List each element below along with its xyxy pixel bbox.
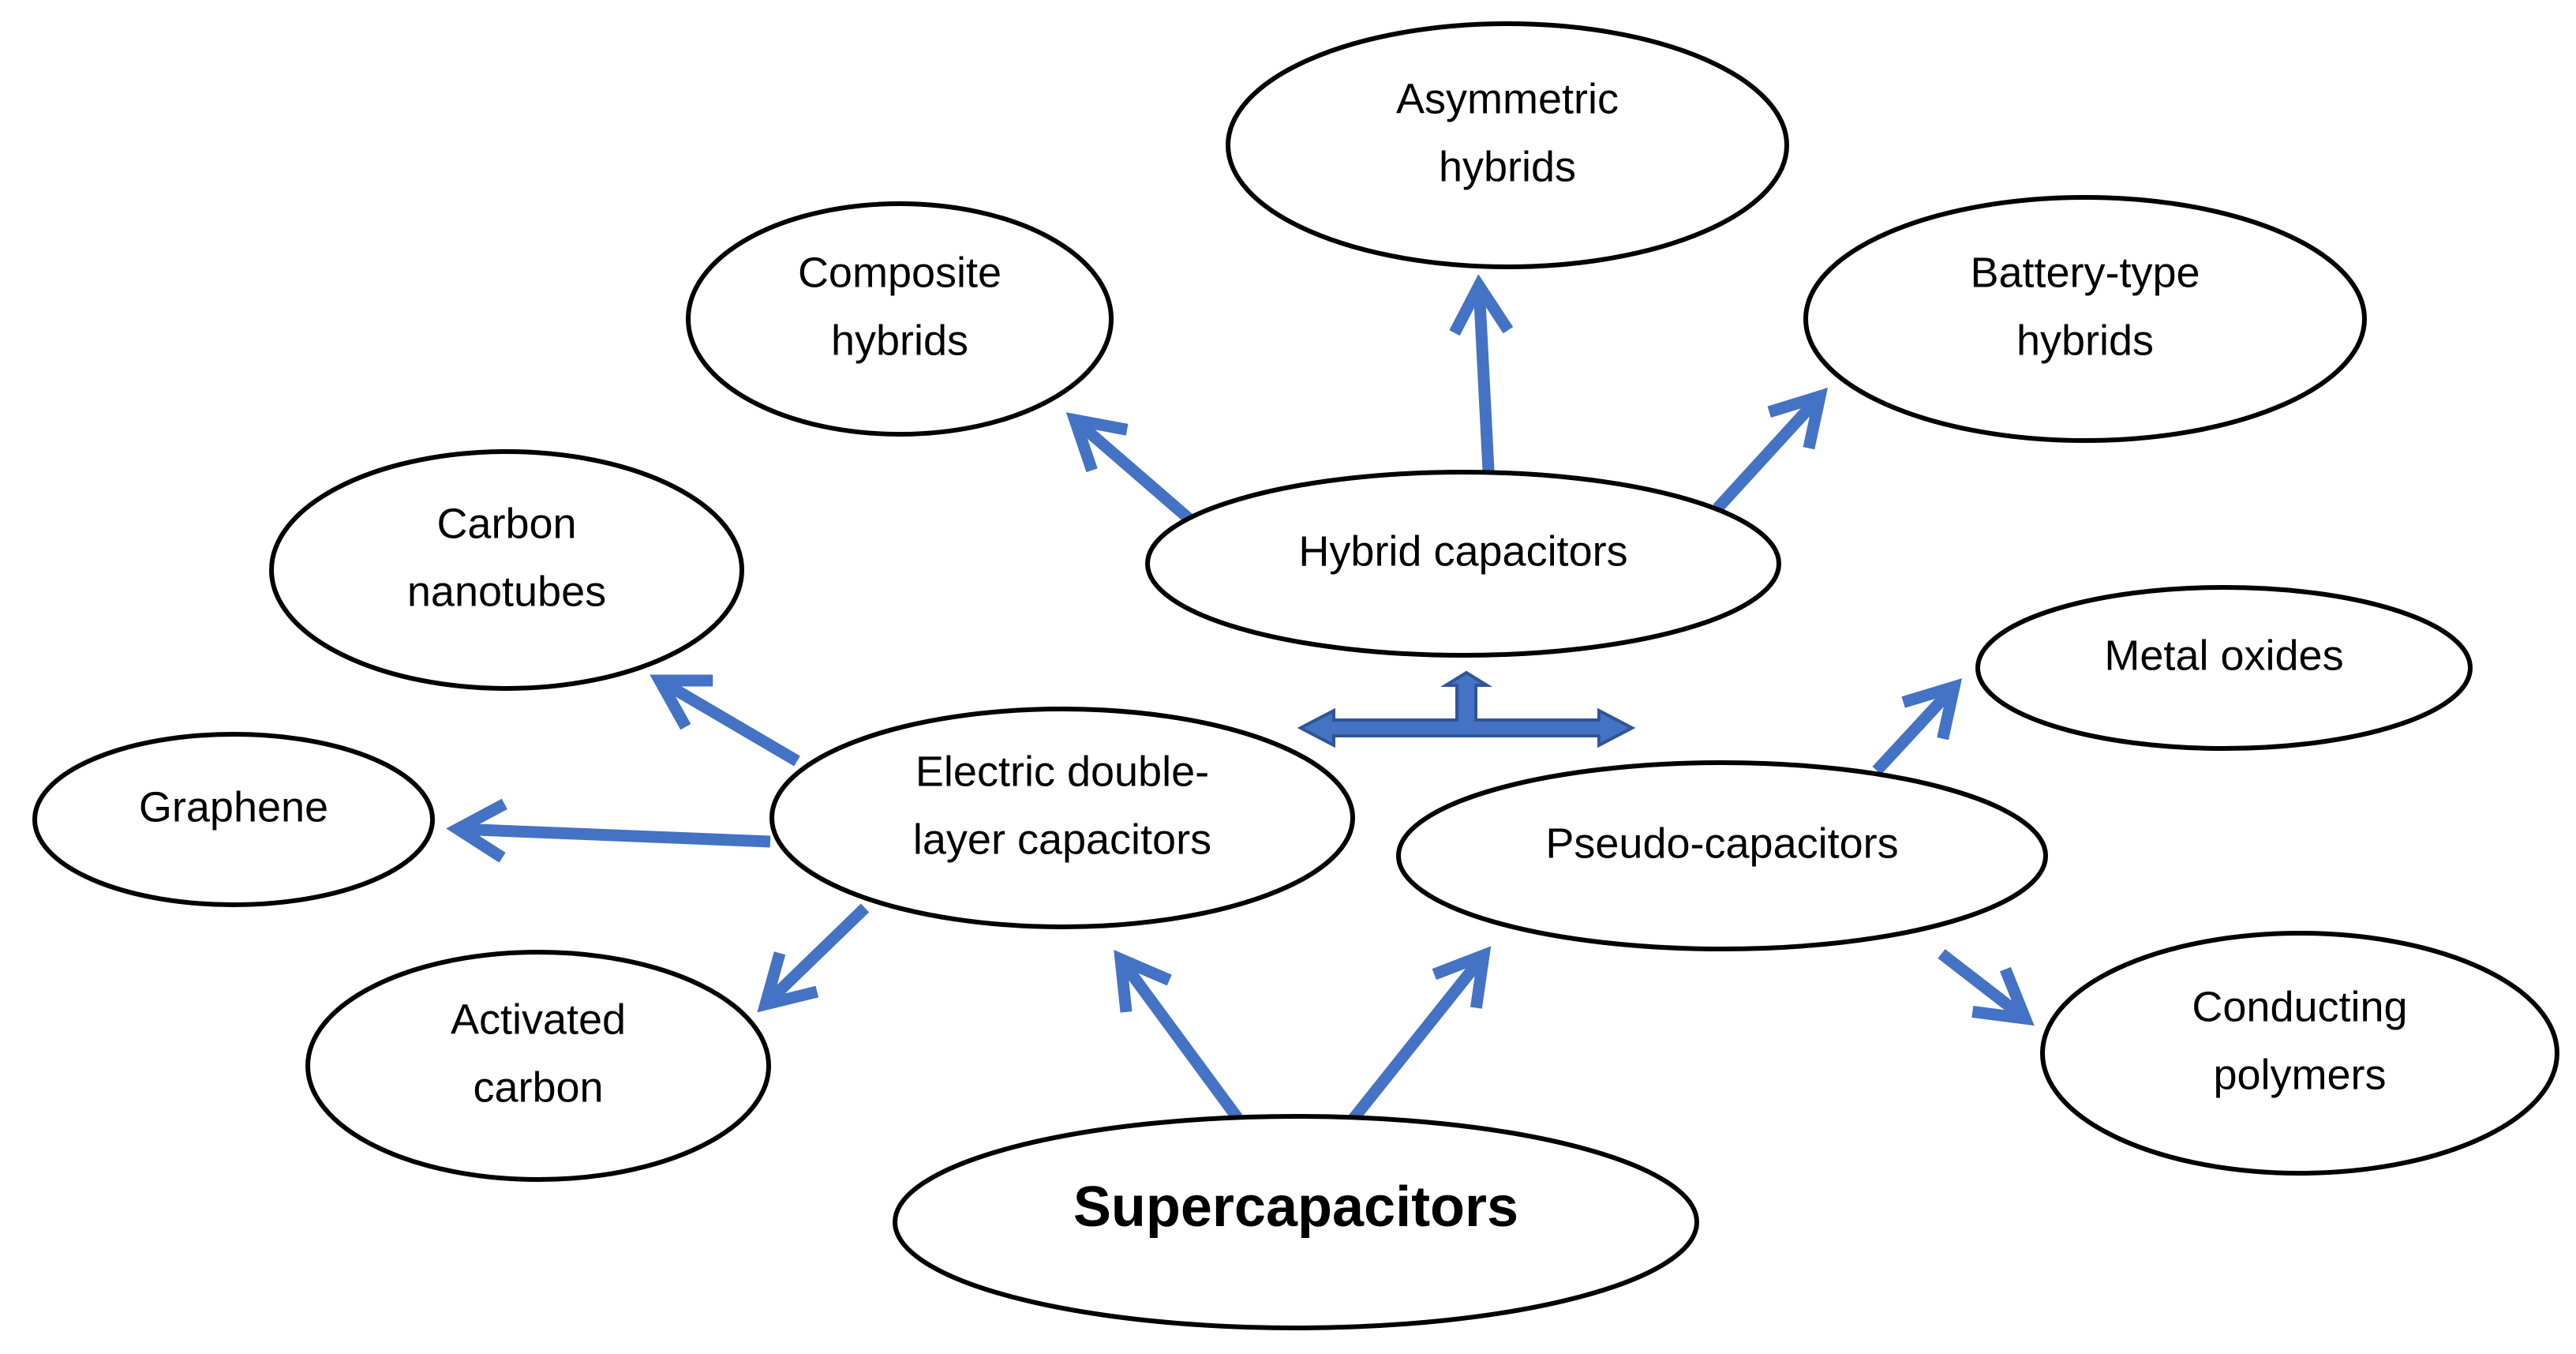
arrow-shaft — [662, 678, 800, 767]
node-ellipse — [1396, 760, 2048, 951]
arrow-supercapacitors-to-edlc — [1114, 950, 1243, 1122]
node-edlc: Electric double-layer capacitors — [769, 707, 1355, 929]
arrow-head — [1767, 388, 1829, 450]
arrow-head — [1449, 274, 1514, 336]
node-conducting-polymers: Conducting polymers — [2040, 931, 2559, 1176]
arrow-head — [757, 951, 819, 1013]
node-label-line: Composite — [798, 249, 1002, 296]
node-label-line: hybrids — [831, 317, 968, 364]
arrow-hybrid-to-asymmetric-hybrids — [1449, 274, 1514, 471]
arrow-head — [1065, 412, 1129, 473]
three-way-connector — [1297, 670, 1636, 748]
node-carbon-nanotubes: Carbon nanotubes — [269, 449, 744, 691]
node-ellipse — [893, 1114, 1699, 1330]
arrow-head — [650, 674, 713, 730]
arrow-head — [1114, 950, 1172, 1013]
node-label-line: Conducting — [2192, 983, 2407, 1030]
arrow-shaft — [1348, 957, 1485, 1123]
node-label-line: nanotubes — [407, 568, 606, 615]
node-graphene: Graphene — [32, 732, 435, 907]
node-ellipse — [1975, 585, 2473, 751]
arrow-pseudo-to-conducting-polymers — [1938, 949, 2035, 1026]
edges-layer — [446, 274, 2035, 1123]
left-right-up-arrow — [1297, 670, 1636, 748]
node-ellipse — [269, 449, 744, 691]
node-battery-hybrids: Battery-type hybrids — [1803, 195, 2367, 443]
arrow-shaft — [1473, 292, 1495, 471]
arrow-head — [1971, 966, 2035, 1026]
node-pseudo: Pseudo-capacitors — [1396, 760, 2048, 951]
node-metal-oxides: Metal oxides — [1975, 585, 2473, 751]
nodes-layer: Supercapacitors Electric double-layer cap… — [32, 21, 2559, 1330]
node-ellipse — [769, 707, 1355, 929]
node-label-line: Activated — [451, 996, 626, 1043]
node-ellipse — [1226, 21, 1789, 269]
arrow-head — [446, 798, 507, 863]
node-label-line: Graphene — [139, 783, 328, 831]
node-label-line: Electric double- — [915, 748, 1209, 795]
arrow-shaft — [1872, 688, 1954, 775]
node-label-line: Pseudo-capacitors — [1545, 820, 1898, 867]
node-label-line: polymers — [2213, 1051, 2386, 1098]
arrow-edlc-to-activated-carbon — [757, 903, 870, 1013]
arrow-shaft — [766, 903, 870, 1004]
arrow-shaft — [1713, 397, 1820, 513]
node-label-line: Asymmetric — [1396, 75, 1619, 122]
node-ellipse — [1145, 470, 1781, 658]
node-label-line: Supercapacitors — [1073, 1176, 1518, 1239]
node-label-line: carbon — [473, 1063, 603, 1111]
node-hybrid: Hybrid capacitors — [1145, 470, 1781, 658]
node-label-line: Hybrid capacitors — [1298, 527, 1627, 575]
arrow-head — [1432, 946, 1492, 1009]
node-asymmetric-hybrids: Asymmetric hybrids — [1226, 21, 1789, 269]
node-label-line: layer capacitors — [913, 816, 1211, 863]
node-label-line: Carbon — [436, 500, 576, 547]
node-ellipse — [305, 950, 771, 1182]
arrow-edlc-to-carbon-nanotubes — [650, 674, 800, 767]
arrow-edlc-to-graphene — [446, 798, 771, 863]
arrow-hybrid-to-battery-hybrids — [1713, 388, 1829, 513]
node-label-line: hybrids — [1439, 143, 1576, 190]
node-ellipse — [1803, 195, 2367, 443]
arrow-shaft — [1120, 961, 1243, 1122]
arrow-shaft — [1076, 420, 1196, 526]
arrow-pseudo-to-metal-oxides — [1872, 678, 1963, 775]
arrow-hybrid-to-composite-hybrids — [1065, 412, 1196, 526]
arrow-shaft — [464, 823, 771, 848]
node-label-line: Metal oxides — [2104, 632, 2343, 679]
node-label-line: Battery-type — [1970, 249, 2200, 296]
arrow-shaft — [1938, 949, 2024, 1019]
node-ellipse — [2040, 931, 2559, 1176]
node-label-line: hybrids — [2016, 317, 2154, 364]
node-ellipse — [32, 732, 435, 907]
node-composite-hybrids: Composite hybrids — [686, 201, 1114, 437]
arrow-head — [1901, 678, 1963, 741]
node-ellipse — [686, 201, 1114, 437]
arrow-supercapacitors-to-pseudo — [1348, 946, 1492, 1123]
node-activated-carbon: Activated carbon — [305, 950, 771, 1182]
node-supercapacitors: Supercapacitors — [893, 1114, 1699, 1330]
